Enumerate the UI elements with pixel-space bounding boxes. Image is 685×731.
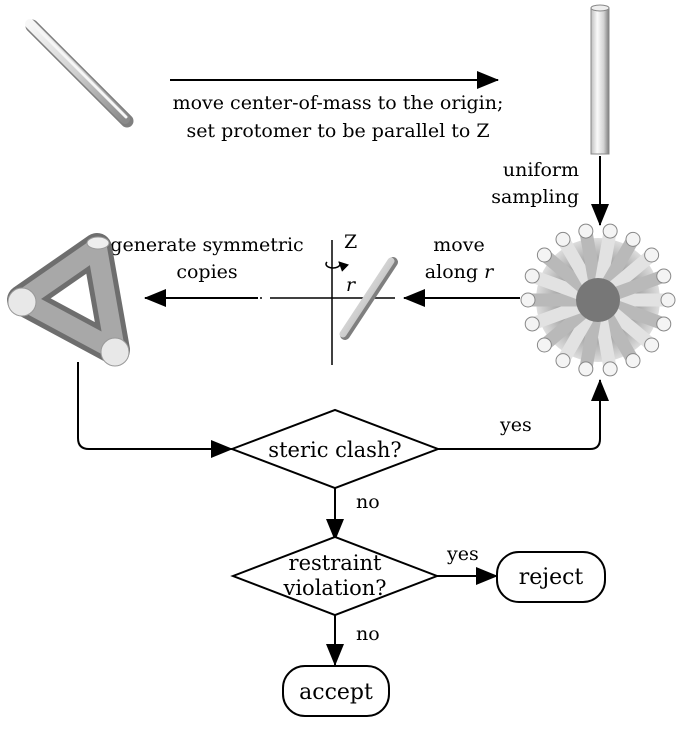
accept-label: accept [299, 680, 373, 705]
sampling-spoke-cap [555, 353, 571, 369]
steric-clash-label: steric clash? [268, 438, 401, 462]
sampling-spoke [612, 300, 667, 331]
axis-z-label: Z [344, 231, 357, 253]
sampling-spoke-cap [656, 268, 672, 284]
yes-label-restraint: yes [446, 543, 479, 565]
sampling-spoke-cap [602, 223, 618, 239]
sampling-spoke [540, 306, 589, 350]
sampling-spoke [607, 306, 656, 350]
symmetric-trimer [7, 233, 130, 367]
sampling-spoke [579, 316, 602, 371]
sampling-spoke [579, 229, 602, 284]
reject-label: reject [519, 565, 584, 590]
sampling-spoke-cap [536, 337, 552, 353]
reject-terminal [496, 551, 606, 603]
sampling-spoke-cap [602, 361, 618, 377]
arrow-to-steric [77, 362, 233, 458]
coordinate-frame: Z r [260, 231, 398, 365]
sampling-spoke [607, 250, 656, 294]
sampling-spoke [557, 312, 595, 364]
move-along-label-line2: along r [425, 261, 495, 283]
sampling-spoke-cap [520, 292, 536, 308]
sampling-spoke [594, 229, 617, 284]
move-along-label-line1: move [433, 234, 484, 256]
sampling-spoke-cap [524, 316, 540, 332]
along-text: along [425, 261, 484, 283]
protomer-cylinder-vertical [590, 4, 610, 155]
accept-terminal [282, 665, 390, 717]
sampling-spoke-cap [660, 292, 676, 308]
generate-label-line1: generate symmetric [110, 234, 303, 256]
sampling-spoke-cap [555, 231, 571, 247]
sampling-spoke-cap [536, 247, 552, 263]
sampling-spoke-cap [625, 231, 641, 247]
sampling-spoke [612, 269, 667, 300]
no-label-restraint: no [356, 623, 380, 645]
sampling-sphere [520, 223, 676, 377]
along-r-text: r [484, 261, 495, 283]
sampling-spoke-cap [656, 316, 672, 332]
sampling-spoke-cap [578, 361, 594, 377]
sampling-spoke [601, 236, 639, 288]
sampling-spoke-cap [524, 268, 540, 284]
sampling-spoke-cap [578, 223, 594, 239]
restraint-label-line1: restraint [289, 551, 382, 575]
no-label-steric: no [356, 491, 380, 513]
sampling-spoke-cap [644, 337, 660, 353]
sampling-spoke-cap [625, 353, 641, 369]
arrow-yes-resample [438, 379, 609, 450]
generate-label-line2: copies [176, 261, 237, 283]
protomer-cylinder-displaced [339, 257, 398, 340]
sampling-core [576, 278, 620, 322]
move-label-line2: set protomer to be parallel to Z [186, 120, 489, 142]
sampling-spoke [529, 300, 584, 331]
yes-label-steric: yes [499, 414, 532, 436]
protomer-cylinder-tilted [25, 19, 134, 128]
sampling-spoke [540, 250, 589, 294]
move-label-line1: move center-of-mass to the origin; [173, 92, 504, 114]
axis-r-label: r [346, 274, 357, 296]
sampling-spoke [601, 312, 639, 364]
sampling-spoke [557, 236, 595, 288]
sampling-spoke [594, 316, 617, 371]
restraint-label-line2: violation? [282, 576, 386, 600]
uniform-label-line1: uniform [503, 159, 579, 181]
sampling-spoke-cap [644, 247, 660, 263]
sampling-spoke [529, 269, 584, 300]
uniform-label-line2: sampling [491, 186, 579, 208]
